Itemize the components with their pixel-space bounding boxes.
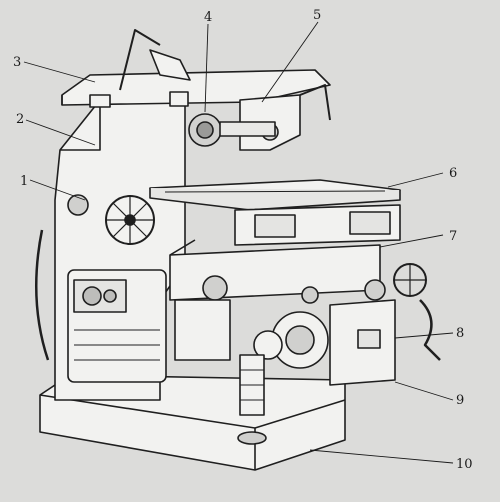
callout-8: 8 — [456, 326, 464, 341]
feed-gearbox — [253, 299, 396, 386]
leader-lines — [23, 21, 454, 464]
work-lamp — [119, 29, 191, 91]
callout-4: 4 — [204, 10, 212, 25]
callout-9: 9 — [456, 393, 464, 408]
leader-2 — [25, 119, 96, 146]
leader-9 — [394, 381, 454, 401]
callout-labels: 1 2 3 4 5 6 7 8 9 10 — [13, 8, 473, 472]
leader-1 — [29, 179, 86, 201]
callout-6: 6 — [449, 166, 457, 181]
leader-4 — [204, 23, 209, 113]
leader-5 — [261, 21, 319, 103]
callout-5: 5 — [313, 8, 321, 23]
callout-7: 7 — [449, 229, 457, 244]
callout-2: 2 — [16, 112, 24, 127]
knee — [169, 239, 381, 304]
column-handwheel — [67, 194, 155, 245]
leader-3 — [23, 61, 96, 83]
callout-10: 10 — [456, 457, 473, 472]
callout-3: 3 — [13, 55, 21, 70]
crossfeed-handwheel — [364, 263, 441, 361]
leader-7 — [379, 234, 444, 248]
overarm — [61, 69, 331, 108]
leader-8 — [394, 332, 454, 339]
spindle — [188, 113, 276, 147]
callout-1: 1 — [20, 174, 28, 189]
leader-10 — [309, 449, 454, 464]
leader-6 — [387, 172, 444, 188]
saddle — [234, 204, 401, 246]
lifting-screw — [174, 299, 265, 416]
machine-drawing — [34, 29, 441, 471]
electrical-cabinet — [67, 269, 167, 383]
